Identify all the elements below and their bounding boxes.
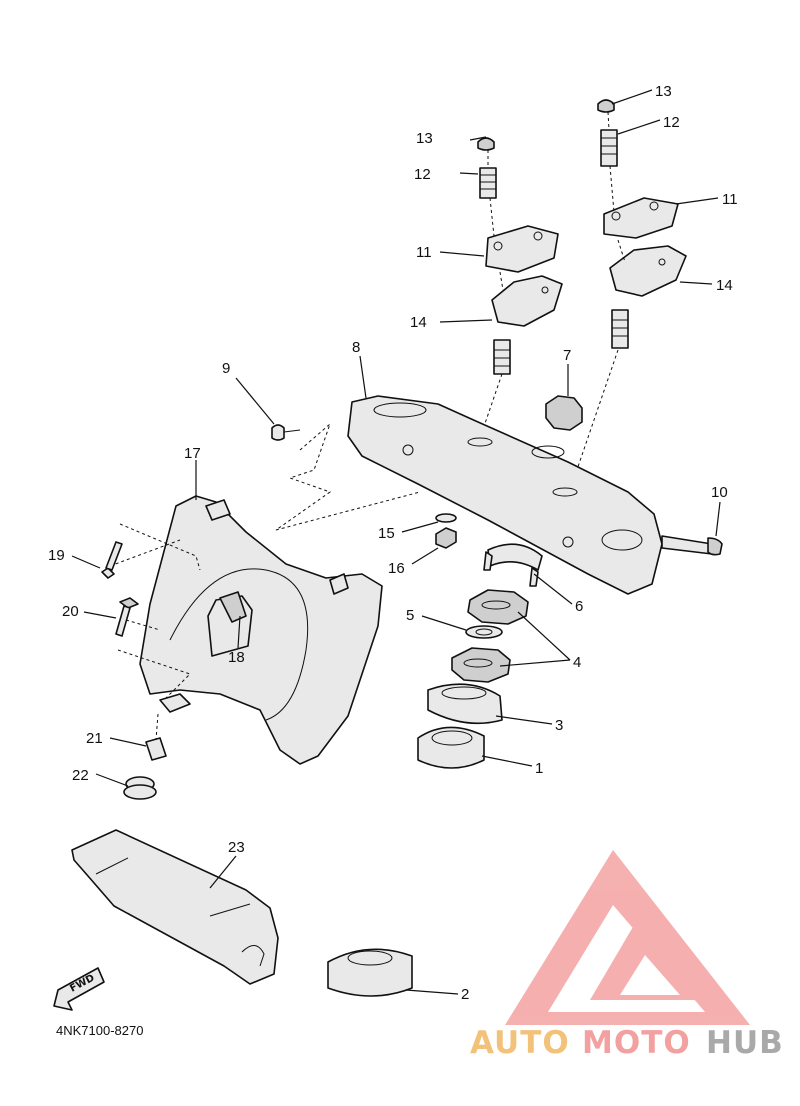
callout-14a: 14 bbox=[410, 314, 427, 331]
callout-21: 21 bbox=[86, 730, 103, 747]
watermark-text: AUTO MOTO HUB bbox=[470, 1025, 784, 1061]
watermark-logo bbox=[505, 850, 750, 1025]
watermark-hub: HUB bbox=[706, 1025, 784, 1061]
steering-crown bbox=[347, 395, 663, 595]
grommet-22 bbox=[123, 776, 157, 800]
washer-5 bbox=[465, 625, 503, 639]
callout-10: 10 bbox=[711, 484, 728, 501]
callout-22: 22 bbox=[72, 767, 89, 784]
callout-16: 16 bbox=[388, 560, 405, 577]
lock-washer-6 bbox=[483, 543, 543, 587]
callout-9: 9 bbox=[222, 360, 230, 377]
upper-bearing-1 bbox=[417, 726, 485, 769]
callout-labels: 1 2 3 4 5 6 7 8 9 10 11 11 12 12 13 13 1… bbox=[48, 83, 738, 1003]
bolt-19 bbox=[101, 541, 123, 579]
callout-11a: 11 bbox=[416, 244, 432, 261]
callout-19: 19 bbox=[48, 547, 65, 564]
crown-nut bbox=[545, 395, 583, 431]
callout-3: 3 bbox=[555, 717, 563, 734]
watermark-moto: MOTO bbox=[582, 1025, 691, 1061]
callout-23: 23 bbox=[228, 839, 245, 856]
headlight-bracket-17 bbox=[139, 495, 383, 765]
callout-14b: 14 bbox=[716, 277, 733, 294]
callout-15: 15 bbox=[378, 525, 395, 542]
leader-lines bbox=[71, 89, 721, 995]
callout-8: 8 bbox=[352, 339, 360, 356]
callout-18: 18 bbox=[228, 649, 245, 666]
watermark-auto: AUTO bbox=[470, 1025, 570, 1061]
callout-12b: 12 bbox=[663, 114, 680, 131]
handlebar-holder-left bbox=[477, 137, 563, 375]
callout-6: 6 bbox=[575, 598, 583, 615]
ring-nut-upper bbox=[467, 589, 529, 625]
bolt-20 bbox=[115, 597, 139, 637]
pinch-bolt-10 bbox=[661, 535, 723, 556]
handlebar-holder-right bbox=[597, 99, 687, 349]
callout-13b: 13 bbox=[655, 83, 672, 100]
cover-23 bbox=[71, 829, 279, 985]
lower-bearing-2 bbox=[327, 948, 413, 997]
collar-21 bbox=[145, 737, 167, 761]
callout-7: 7 bbox=[563, 347, 571, 364]
callout-1: 1 bbox=[535, 760, 543, 777]
callout-4: 4 bbox=[573, 654, 581, 671]
fwd-arrow-icon: FWD bbox=[53, 967, 105, 1011]
callout-20: 20 bbox=[62, 603, 79, 620]
callout-12a: 12 bbox=[414, 166, 431, 183]
clip-18 bbox=[207, 591, 253, 657]
callout-13a: 13 bbox=[416, 130, 433, 147]
callout-5: 5 bbox=[406, 607, 414, 624]
small-bolt-9 bbox=[271, 424, 301, 441]
phantom-lines-bracket bbox=[109, 422, 421, 741]
ring-nut-lower bbox=[451, 647, 511, 683]
callout-2: 2 bbox=[461, 986, 469, 1003]
callout-17: 17 bbox=[184, 445, 201, 462]
bearing-cover-3 bbox=[427, 683, 503, 725]
callout-11b: 11 bbox=[722, 191, 738, 208]
washer-and-nut-15-16 bbox=[435, 513, 457, 549]
diagram-code: 4NK7100-8270 bbox=[56, 1023, 143, 1038]
